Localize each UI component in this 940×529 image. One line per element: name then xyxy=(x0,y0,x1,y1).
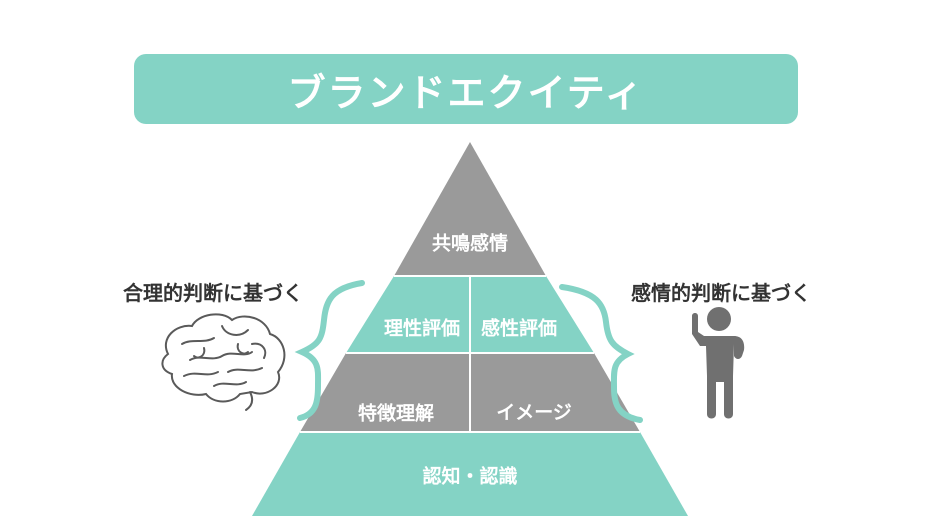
title-banner: ブランドエクイティ xyxy=(134,54,798,124)
tier-label-row2-left: 理性評価 xyxy=(383,317,461,340)
tier-label-row2-right: 感性評価 xyxy=(480,317,558,340)
tier-label-bottom: 認知・認識 xyxy=(422,465,518,488)
tier-label-row3-right: イメージ xyxy=(496,401,572,424)
pyramid-tier-top xyxy=(394,142,546,276)
tier-label-row3-left: 特徴理解 xyxy=(357,402,435,425)
brain-icon xyxy=(161,313,286,411)
person-idea-icon xyxy=(692,307,745,419)
pyramid-tier-bottom xyxy=(252,432,688,516)
tier-label-top: 共鳴感情 xyxy=(431,232,509,255)
right-curly-bracket xyxy=(559,284,643,423)
right-label: 感情的判断に基づく xyxy=(631,281,811,305)
diagram-title: ブランドエクイティ xyxy=(287,70,645,115)
left-label: 合理的判断に基づく xyxy=(123,281,303,305)
left-curly-bracket xyxy=(294,280,365,421)
